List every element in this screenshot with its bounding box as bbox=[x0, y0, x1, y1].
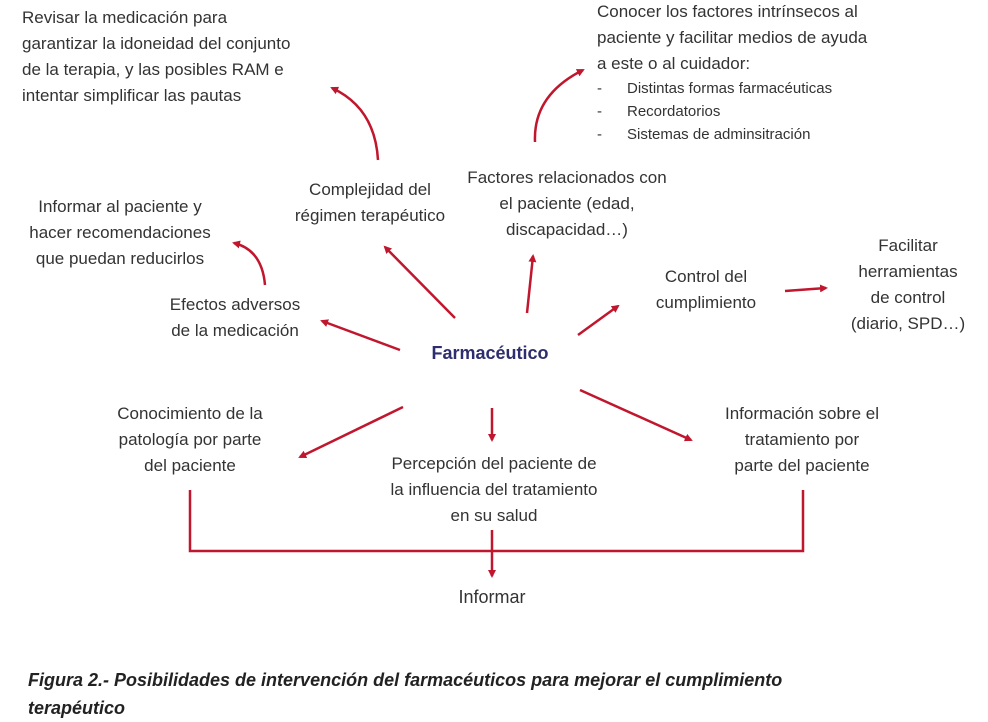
node-conocimiento: Conocimiento de la patología por parte d… bbox=[117, 401, 263, 479]
bullet-text: Sistemas de adminsitración bbox=[627, 126, 811, 143]
text-line: en su salud bbox=[450, 506, 538, 525]
dash: - bbox=[597, 103, 602, 120]
text-line: Información sobre el bbox=[724, 404, 880, 423]
node-conocer: Conocer los factores intrínsecos al paci… bbox=[597, 0, 867, 146]
text-line: la influencia del tratamiento bbox=[390, 480, 598, 499]
node-complejidad: Complejidad del régimen terapéutico bbox=[295, 177, 445, 229]
bullet-item: - Sistemas de adminsitración bbox=[597, 123, 867, 146]
arrow-to-revisar bbox=[330, 86, 380, 161]
bracket-line bbox=[188, 490, 805, 553]
text-line: el paciente (edad, bbox=[499, 194, 635, 213]
hub-farmaceutico: Farmacéutico bbox=[431, 343, 549, 363]
text-line: del paciente bbox=[144, 456, 236, 475]
text-line: cumplimiento bbox=[655, 293, 757, 312]
node-informar-paciente: Informar al paciente y hacer recomendaci… bbox=[29, 194, 210, 272]
text-line: Percepción del paciente de bbox=[391, 454, 597, 473]
arrow-to-efectos bbox=[320, 319, 401, 352]
caption-line: terapéutico bbox=[28, 698, 126, 718]
arrow-to-complejidad bbox=[383, 245, 456, 319]
dash: - bbox=[597, 126, 602, 143]
text-line: de la terapia, y las posibles RAM e bbox=[22, 60, 284, 79]
arrow-to-factores bbox=[525, 254, 537, 314]
node-revisar: Revisar la medicación para garantizar la… bbox=[22, 5, 290, 109]
text-line: discapacidad…) bbox=[506, 220, 628, 239]
text-line: Revisar la medicación para bbox=[22, 8, 228, 27]
bullet-text: Recordatorios bbox=[627, 103, 721, 120]
text-line: Control del bbox=[664, 267, 748, 286]
text-line: hacer recomendaciones bbox=[29, 223, 211, 242]
text-line: Conocimiento de la bbox=[117, 404, 263, 423]
text-line: Complejidad del bbox=[309, 180, 431, 199]
dash: - bbox=[597, 80, 602, 97]
text-line: de control bbox=[870, 288, 946, 307]
arrow-to-informacion bbox=[579, 388, 693, 442]
text-line: Conocer los factores intrínsecos al bbox=[597, 2, 858, 21]
arrow-to-control bbox=[577, 304, 620, 337]
text-line: (diario, SPD…) bbox=[850, 314, 966, 333]
node-efectos: Efectos adversos de la medicación bbox=[170, 292, 300, 344]
text-line: Facilitar bbox=[878, 236, 938, 255]
text-line: tratamiento por bbox=[744, 430, 860, 449]
text-line: que puedan reducirlos bbox=[35, 249, 205, 268]
node-informar: Informar bbox=[458, 587, 526, 607]
figure-caption: Figura 2.- Posibilidades de intervención… bbox=[28, 666, 782, 722]
arrow-to-informar-paciente bbox=[232, 240, 267, 286]
text-line: intentar simplificar las pautas bbox=[22, 86, 242, 105]
bullet-item: - Distintas formas farmacéuticas bbox=[597, 77, 867, 100]
caption-line: Figura 2.- Posibilidades de intervención… bbox=[28, 670, 783, 690]
bullet-item: - Recordatorios bbox=[597, 100, 867, 123]
node-facilitar: Facilitar herramientas de control (diari… bbox=[851, 233, 965, 337]
node-factores: Factores relacionados con el paciente (e… bbox=[467, 165, 666, 243]
node-control: Control del cumplimiento bbox=[656, 264, 756, 316]
text-line: Informar al paciente y bbox=[38, 197, 202, 216]
bullet-text: Distintas formas farmacéuticas bbox=[627, 80, 833, 97]
text-line: paciente y facilitar medios de ayuda bbox=[597, 28, 868, 47]
text-line: régimen terapéutico bbox=[294, 206, 446, 225]
arrow-to-facilitar bbox=[784, 284, 828, 293]
text-line: garantizar la idoneidad del conjunto bbox=[22, 34, 291, 53]
text-line: Factores relacionados con bbox=[467, 168, 667, 187]
text-line: patología por parte bbox=[118, 430, 262, 449]
text-line: de la medicación bbox=[171, 321, 299, 340]
text-line: parte del paciente bbox=[734, 456, 870, 475]
arrow-to-conocimiento bbox=[298, 405, 404, 459]
text-line: Efectos adversos bbox=[169, 295, 301, 314]
node-informacion: Información sobre el tratamiento por par… bbox=[725, 401, 879, 479]
text-line: herramientas bbox=[858, 262, 958, 281]
text-line: a este o al cuidador: bbox=[597, 54, 751, 73]
arrow-to-conocer bbox=[533, 68, 585, 143]
node-percepcion: Percepción del paciente de la influencia… bbox=[391, 451, 598, 529]
